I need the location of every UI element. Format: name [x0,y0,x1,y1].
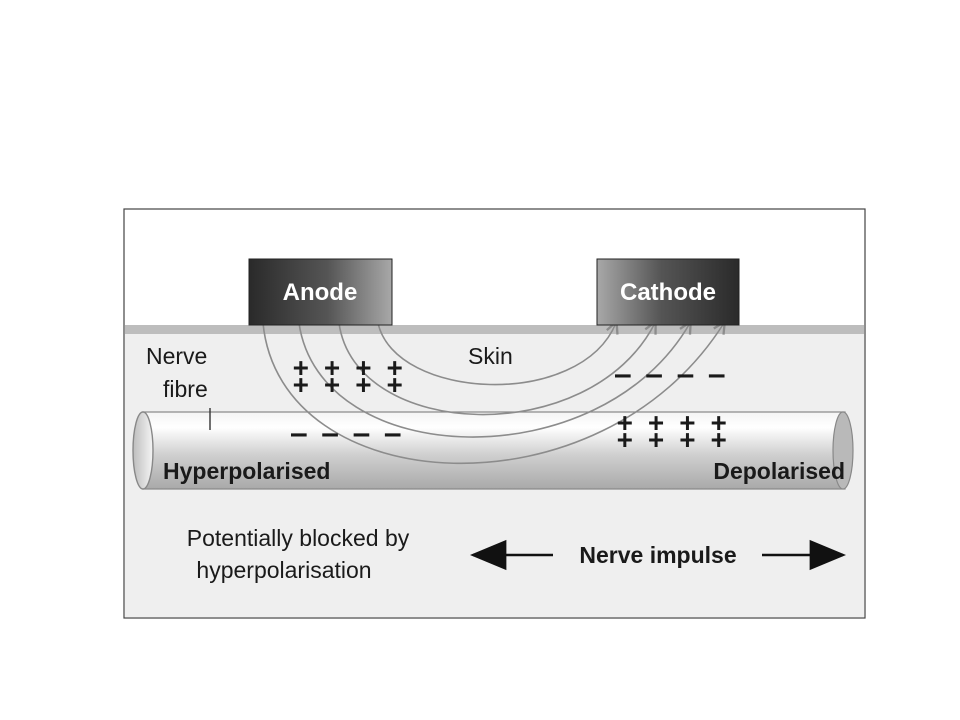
blocked-note-line2: hyperpolarisation [196,557,371,583]
cathode-electrode: Cathode [596,258,740,326]
cathode-fibre-charges-row2: + + + + [617,425,727,455]
anode-label: Anode [283,279,358,306]
skin-label: Skin [468,343,513,369]
cathode-fibre-charges-row1: + + + + [617,408,727,438]
current-arcs [262,323,724,465]
nerve-fibre [132,411,854,490]
anode-skin-charges-row2: + + + + [293,370,403,400]
blocked-note-line1: Potentially blocked by [187,525,410,551]
cathode-label: Cathode [620,279,716,306]
current-arc [338,323,655,416]
skin-surface [125,325,864,334]
current-arc [377,323,616,386]
depolarised-label: Depolarised [713,458,845,484]
hyperpolarised-label: Hyperpolarised [163,458,330,484]
anode-fibre-charges: — — — — [291,419,401,449]
nerve-label-line1: Nerve [146,343,207,369]
nerve-fibre-end-cap [132,411,154,490]
nerve-impulse-arrow: Nerve impulse [469,539,847,571]
cathode-skin-charges: — — — — [615,360,725,390]
nerve-impulse-label: Nerve impulse [579,542,736,568]
current-arc [262,323,724,465]
current-arc [298,323,690,438]
anode-electrode: Anode [248,258,393,326]
nerve-label-line2: fibre [163,376,208,402]
anode-skin-charges-row1: + + + + [293,353,403,383]
